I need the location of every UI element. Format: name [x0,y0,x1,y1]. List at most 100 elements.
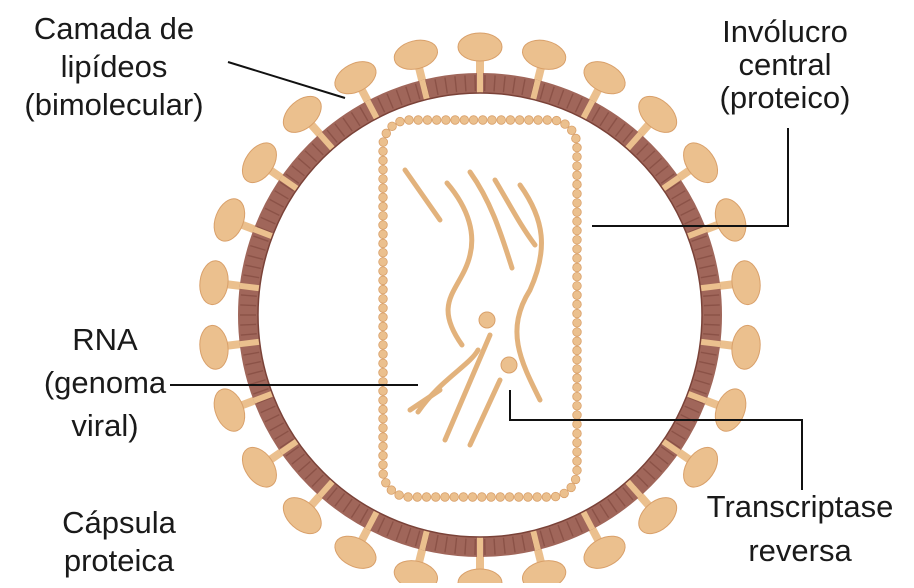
core-bead [405,116,414,125]
core-bead [506,116,515,125]
core-bead [573,300,582,309]
core-bead [423,116,432,125]
core-bead [573,180,582,189]
spike-head [710,384,752,435]
core-bead [379,460,388,469]
core-bead [432,116,441,125]
core-bead [379,359,388,368]
core-bead [379,267,388,276]
core-bead [379,304,388,313]
spike-head [458,33,502,61]
spike-head [519,36,568,74]
core-bead [573,346,582,355]
core-bead [395,491,404,500]
core-bead [551,492,560,501]
core-bead [573,309,582,318]
spike-head [197,259,230,306]
core-bead [497,116,506,125]
spike-head [197,324,230,371]
lipid-molecule [704,305,720,306]
spike-head [729,259,762,306]
core-bead [573,438,582,447]
core-bead [460,116,469,125]
core-bead [573,365,582,374]
core-bead [573,392,582,401]
spike-head [391,36,440,74]
core-bead [469,116,478,125]
label-lipid-layer: Camada de lipídeos (bimolecular) [8,10,220,124]
core-bead [379,387,388,396]
spike-head [235,441,283,493]
core-bead [573,328,582,337]
core-bead [379,322,388,331]
core-bead [573,291,582,300]
core-bead [387,486,396,495]
core-bead [379,184,388,193]
core-bead [573,236,582,245]
label-rna: RNA (genoma viral) [40,318,170,447]
label-capsule: Cápsula proteica [44,504,194,580]
core-bead [379,368,388,377]
core-bead [524,493,533,502]
lipid-molecule [240,324,256,325]
core-bead [379,313,388,322]
core-bead [573,143,582,152]
core-bead [478,493,487,502]
core-bead [379,165,388,174]
core-bead [468,493,477,502]
core-bead [379,193,388,202]
core-bead [552,116,561,125]
core-bead [388,122,397,131]
core-bead [422,493,431,502]
core-bead [573,272,582,281]
core-bead [379,295,388,304]
core-bead [478,116,487,125]
core-bead [379,442,388,451]
core-bead [496,493,505,502]
core-bead [379,248,388,257]
spike-head [329,530,381,575]
core-bead [573,448,582,457]
label-core-envelope: Invólucro central (proteico) [700,15,870,114]
enzyme-particle [501,357,517,373]
core-bead [573,245,582,254]
core-bead [459,493,468,502]
core-bead [534,116,543,125]
core-bead [379,230,388,239]
enzyme-particle [479,312,495,328]
core-bead [573,162,582,171]
core-bead [573,208,582,217]
core-bead [573,429,582,438]
core-bead [514,493,523,502]
core-bead [571,475,580,484]
core-bead [379,175,388,184]
core-bead [379,396,388,405]
spike-anchor [240,286,260,288]
core-bead [379,341,388,350]
core-bead [396,117,405,126]
core-bead [573,189,582,198]
core-bead [379,331,388,340]
core-bead [379,424,388,433]
core-bead [515,116,524,125]
spike-head [677,137,725,189]
core-bead [573,337,582,346]
lipid-molecule [704,324,720,325]
core-bead [533,493,542,502]
core-bead [573,457,582,466]
core-bead [573,153,582,162]
core-bead [572,134,581,143]
core-bead [379,405,388,414]
core-bead [379,451,388,460]
core-bead [573,226,582,235]
core-bead [573,199,582,208]
spike-head [209,384,251,435]
spike-anchor [240,342,260,344]
spike-head [710,194,752,245]
core-bead [542,493,551,502]
spike-head [729,324,762,371]
spike-head [579,55,631,100]
core-bead [573,466,582,475]
core-bead [543,116,552,125]
core-bead [379,350,388,359]
